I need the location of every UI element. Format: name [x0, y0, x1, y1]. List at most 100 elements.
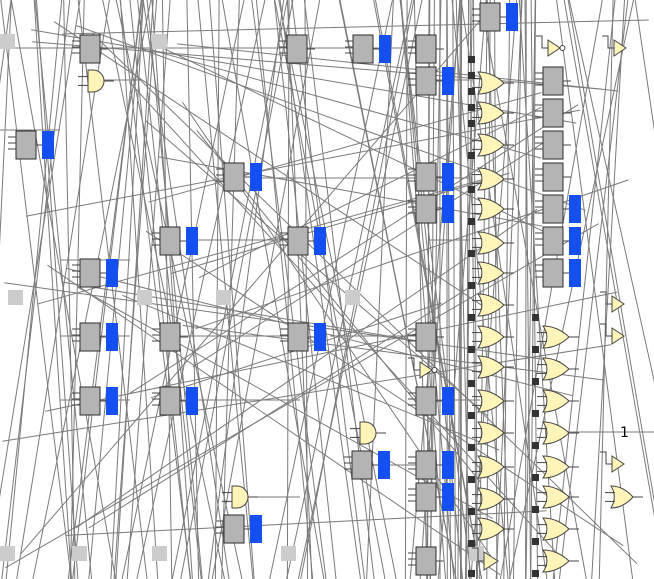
bus-wire: [486, 0, 491, 579]
wire: [25, 109, 581, 217]
logic-block-icon: [415, 386, 437, 416]
or-gate-icon: [477, 231, 505, 255]
io-pad-icon: [8, 290, 23, 305]
logic-block-icon: [159, 322, 181, 352]
or-gate-icon: [477, 293, 505, 317]
wire: [145, 230, 624, 547]
bus-wire: [530, 0, 537, 579]
buffer-input-pin: [600, 451, 612, 465]
wire: [303, 0, 375, 579]
port-icon: [468, 346, 475, 353]
wire: [180, 0, 294, 579]
register-icon: [106, 323, 118, 351]
wire: [5, 223, 599, 569]
wire: [20, 7, 492, 555]
wire: [400, 0, 464, 579]
or-gate-icon: [610, 485, 634, 509]
port-layer: [468, 56, 539, 577]
wire: [146, 0, 203, 579]
or-gate-icon: [477, 133, 505, 157]
wire: [129, 0, 191, 579]
wire: [255, 0, 314, 579]
wire: [591, 0, 625, 579]
io-pad-icon: [137, 290, 152, 305]
wire: [110, 0, 144, 579]
wire: [221, 0, 325, 579]
port-icon: [532, 474, 539, 481]
constant-label: 1: [620, 425, 629, 441]
io-pad-layer: [0, 34, 484, 561]
or-gate-icon: [477, 389, 505, 413]
wire: [53, 21, 485, 308]
wire: [556, 0, 634, 579]
io-pad-icon: [152, 34, 167, 49]
logic-block-icon: [542, 130, 564, 160]
bus-wire: [452, 0, 456, 579]
logic-block-icon: [159, 226, 181, 256]
wire: [171, 0, 288, 579]
buffer-input-pin: [408, 357, 420, 371]
wire: [499, 0, 603, 579]
wire: [182, 324, 605, 381]
wire: [129, 104, 579, 394]
or-gate-icon: [477, 325, 505, 349]
register-icon: [106, 387, 118, 415]
register-icon: [442, 67, 454, 95]
buffer-input-pin: [602, 35, 614, 49]
port-icon: [468, 570, 475, 577]
register-icon: [569, 259, 581, 287]
wire: [36, 0, 79, 579]
register-icon: [569, 195, 581, 223]
wire: [32, 41, 602, 90]
wire: [77, 286, 493, 519]
wire: [102, 0, 225, 579]
logic-block-icon: [542, 258, 564, 288]
wire: [1, 0, 71, 579]
logic-block-icon: [287, 322, 309, 352]
logic-block-icon: [415, 450, 437, 480]
wire: [119, 0, 192, 579]
wire: [136, 0, 266, 579]
wire: [158, 156, 543, 227]
logic-block-icon: [79, 322, 101, 352]
wire: [5, 0, 63, 579]
bus-wire: [513, 0, 522, 579]
port-icon: [468, 72, 475, 79]
wire: [113, 0, 158, 579]
register-icon: [106, 259, 118, 287]
port-icon: [468, 508, 475, 515]
gate-layer: [78, 35, 643, 573]
register-icon: [250, 163, 262, 191]
logic-block-icon: [15, 130, 37, 160]
io-pad-icon: [0, 546, 15, 561]
register-icon: [442, 483, 454, 511]
register-icon: [442, 451, 454, 479]
io-pad-icon: [72, 546, 87, 561]
bus-wire: [404, 0, 408, 579]
or-gate-icon: [542, 485, 570, 509]
port-icon: [532, 570, 539, 577]
wire: [286, 0, 290, 579]
wire: [446, 0, 448, 579]
logic-block-icon: [479, 2, 501, 32]
logic-block-icon: [352, 34, 374, 64]
logic-block-icon: [415, 162, 437, 192]
bus-wire: [530, 0, 539, 579]
wire: [273, 0, 337, 579]
port-icon: [468, 250, 475, 257]
register-icon: [569, 227, 581, 255]
and-gate-icon: [87, 69, 105, 93]
port-icon: [468, 56, 475, 63]
register-icon: [314, 227, 326, 255]
wire: [47, 264, 501, 576]
register-icon: [442, 387, 454, 415]
port-icon: [468, 218, 475, 225]
inverter-bubble-icon: [431, 367, 438, 373]
wire: [128, 81, 567, 564]
wire: [63, 0, 76, 579]
inverter-bubble-icon: [559, 45, 566, 51]
wire: [0, 0, 81, 498]
bus-wire: [503, 0, 511, 579]
logic-block-icon: [415, 546, 437, 576]
or-gate-icon: [477, 421, 505, 445]
